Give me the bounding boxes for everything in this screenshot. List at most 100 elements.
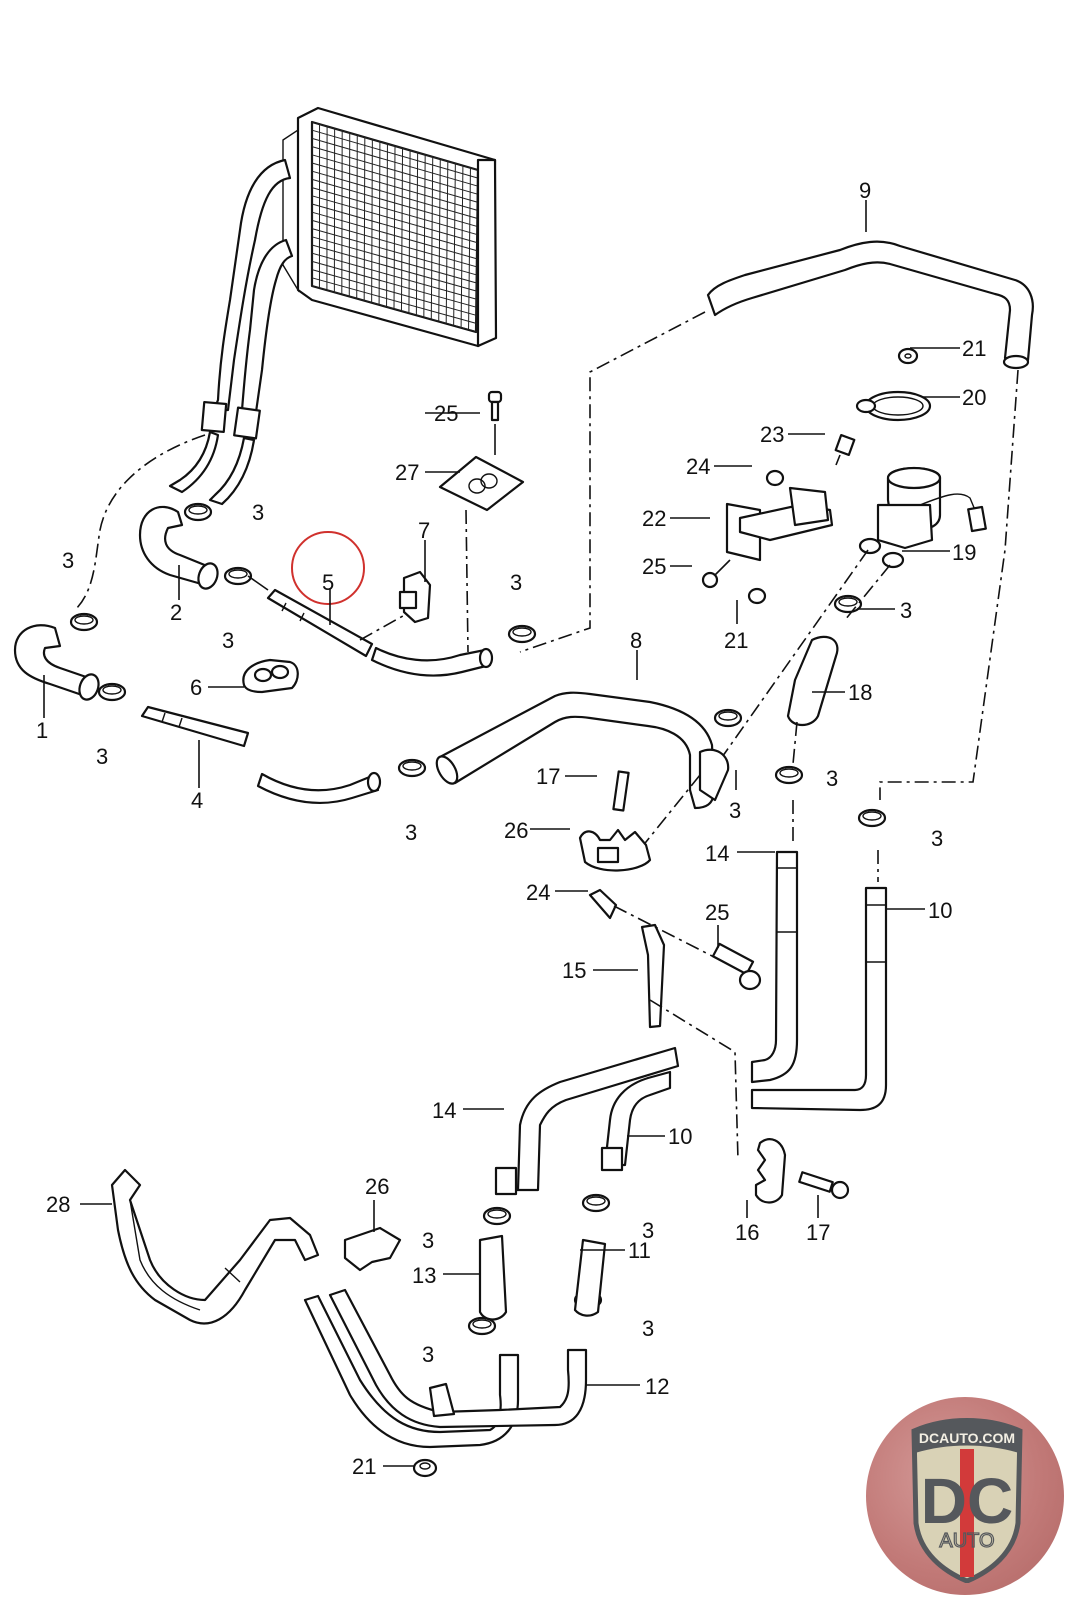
callout-25: 25 xyxy=(434,401,458,426)
holder xyxy=(343,1226,402,1272)
core-fin xyxy=(311,244,479,292)
hose-clamp-inner xyxy=(102,685,122,695)
callout-8: 8 xyxy=(630,628,642,653)
core-fin xyxy=(311,236,479,284)
hose-18 xyxy=(786,635,839,727)
callout-17: 17 xyxy=(806,1220,830,1245)
screw xyxy=(701,559,731,589)
callout-3: 3 xyxy=(931,826,943,851)
logo-sub-text: AUTO xyxy=(939,1530,994,1552)
hose-4 xyxy=(140,705,382,804)
dcauto-logo: DCAUTO.COM DC AUTO xyxy=(866,1397,1064,1595)
callouts: 1 2 3 3 3 3 3 3 3 3 3 3 3 3 3 3 4 5 6 7 … xyxy=(36,178,986,1479)
callout-12: 12 xyxy=(645,1374,669,1399)
hose-clamp-inner xyxy=(487,1209,507,1219)
hose-clamp-inner xyxy=(862,811,882,821)
core-fin xyxy=(311,219,479,268)
dash-line xyxy=(359,611,411,641)
callout-17: 17 xyxy=(536,764,560,789)
callout-6: 6 xyxy=(190,675,202,700)
callout-14: 14 xyxy=(705,841,729,866)
hose-1 xyxy=(13,624,100,701)
logo-top-text: DCAUTO.COM xyxy=(919,1430,1015,1446)
hose-9 xyxy=(706,240,1034,370)
dash-line xyxy=(624,774,701,869)
callout-14: 14 xyxy=(432,1098,456,1123)
holder xyxy=(578,828,652,872)
callout-21: 21 xyxy=(352,1454,376,1479)
dash-line xyxy=(719,549,869,761)
hose-8 xyxy=(435,691,730,810)
core-fin xyxy=(311,154,479,203)
callout-27: 27 xyxy=(395,460,419,485)
hose-clamp-inner xyxy=(586,1196,606,1206)
stud xyxy=(834,433,856,466)
hose-5 xyxy=(266,588,494,677)
screw xyxy=(798,1171,850,1200)
coolant-pipe-28 xyxy=(110,1168,320,1325)
auxiliary-water-pump xyxy=(858,466,987,569)
callout-23: 23 xyxy=(760,422,784,447)
screw xyxy=(711,942,762,991)
callout-25: 25 xyxy=(705,900,729,925)
callout-21: 21 xyxy=(724,628,748,653)
leader-lines xyxy=(43,200,960,1467)
nut xyxy=(747,587,767,605)
core-fin xyxy=(311,203,479,252)
core-fin xyxy=(311,170,479,220)
dash-line xyxy=(649,999,739,1161)
core-fin xyxy=(311,137,479,187)
callout-19: 19 xyxy=(952,540,976,565)
callout-3: 3 xyxy=(252,500,264,525)
callout-3: 3 xyxy=(729,798,741,823)
hose-2 xyxy=(138,505,219,590)
screw xyxy=(612,770,630,812)
dash-line xyxy=(519,311,706,653)
hose-clamp-inner xyxy=(512,627,532,637)
core-fin xyxy=(311,260,479,309)
callout-3: 3 xyxy=(96,744,108,769)
callout-3: 3 xyxy=(62,548,74,573)
callout-3: 3 xyxy=(826,766,838,791)
leader-line xyxy=(247,575,269,591)
dash-line xyxy=(879,369,1019,800)
callout-20: 20 xyxy=(962,385,986,410)
dash-line xyxy=(792,721,798,765)
grommet xyxy=(242,658,299,694)
heater-core xyxy=(282,106,498,348)
gasket xyxy=(438,455,525,512)
core-fin xyxy=(311,228,479,276)
coolant-pipe-12 xyxy=(303,1288,588,1449)
coolant-pipe-10 xyxy=(750,886,888,1112)
hose-clamp-inner xyxy=(228,569,248,579)
holder-clip xyxy=(398,570,432,624)
core-fin xyxy=(311,252,479,301)
callout-9: 9 xyxy=(859,178,871,203)
callout-7: 7 xyxy=(418,518,430,543)
callout-13: 13 xyxy=(412,1263,436,1288)
bracket xyxy=(640,923,666,1029)
hose-clamp-inner xyxy=(718,711,738,721)
hose-clamp-inner xyxy=(74,615,94,625)
callout-10: 10 xyxy=(928,898,952,923)
callout-18: 18 xyxy=(848,680,872,705)
heater-core-pipes xyxy=(168,158,294,506)
callout-3: 3 xyxy=(642,1316,654,1341)
dash-line xyxy=(844,564,891,621)
callout-15: 15 xyxy=(562,958,586,983)
callout-16: 16 xyxy=(735,1220,759,1245)
callout-26: 26 xyxy=(504,818,528,843)
hose-clamp-inner xyxy=(472,1319,492,1329)
logo-stripe xyxy=(960,1449,974,1577)
nut xyxy=(765,469,785,487)
coolant-pipe-14 xyxy=(750,850,799,1084)
spreader-nut xyxy=(588,888,618,920)
hose-clamp-inner xyxy=(779,768,799,778)
holder xyxy=(754,1138,787,1204)
callout-5: 5 xyxy=(322,570,334,595)
highlight-circle xyxy=(291,531,365,605)
coolant-pipe-14-lower xyxy=(494,1046,680,1196)
hose-clamp-inner xyxy=(402,761,422,771)
callout-21: 21 xyxy=(962,336,986,361)
